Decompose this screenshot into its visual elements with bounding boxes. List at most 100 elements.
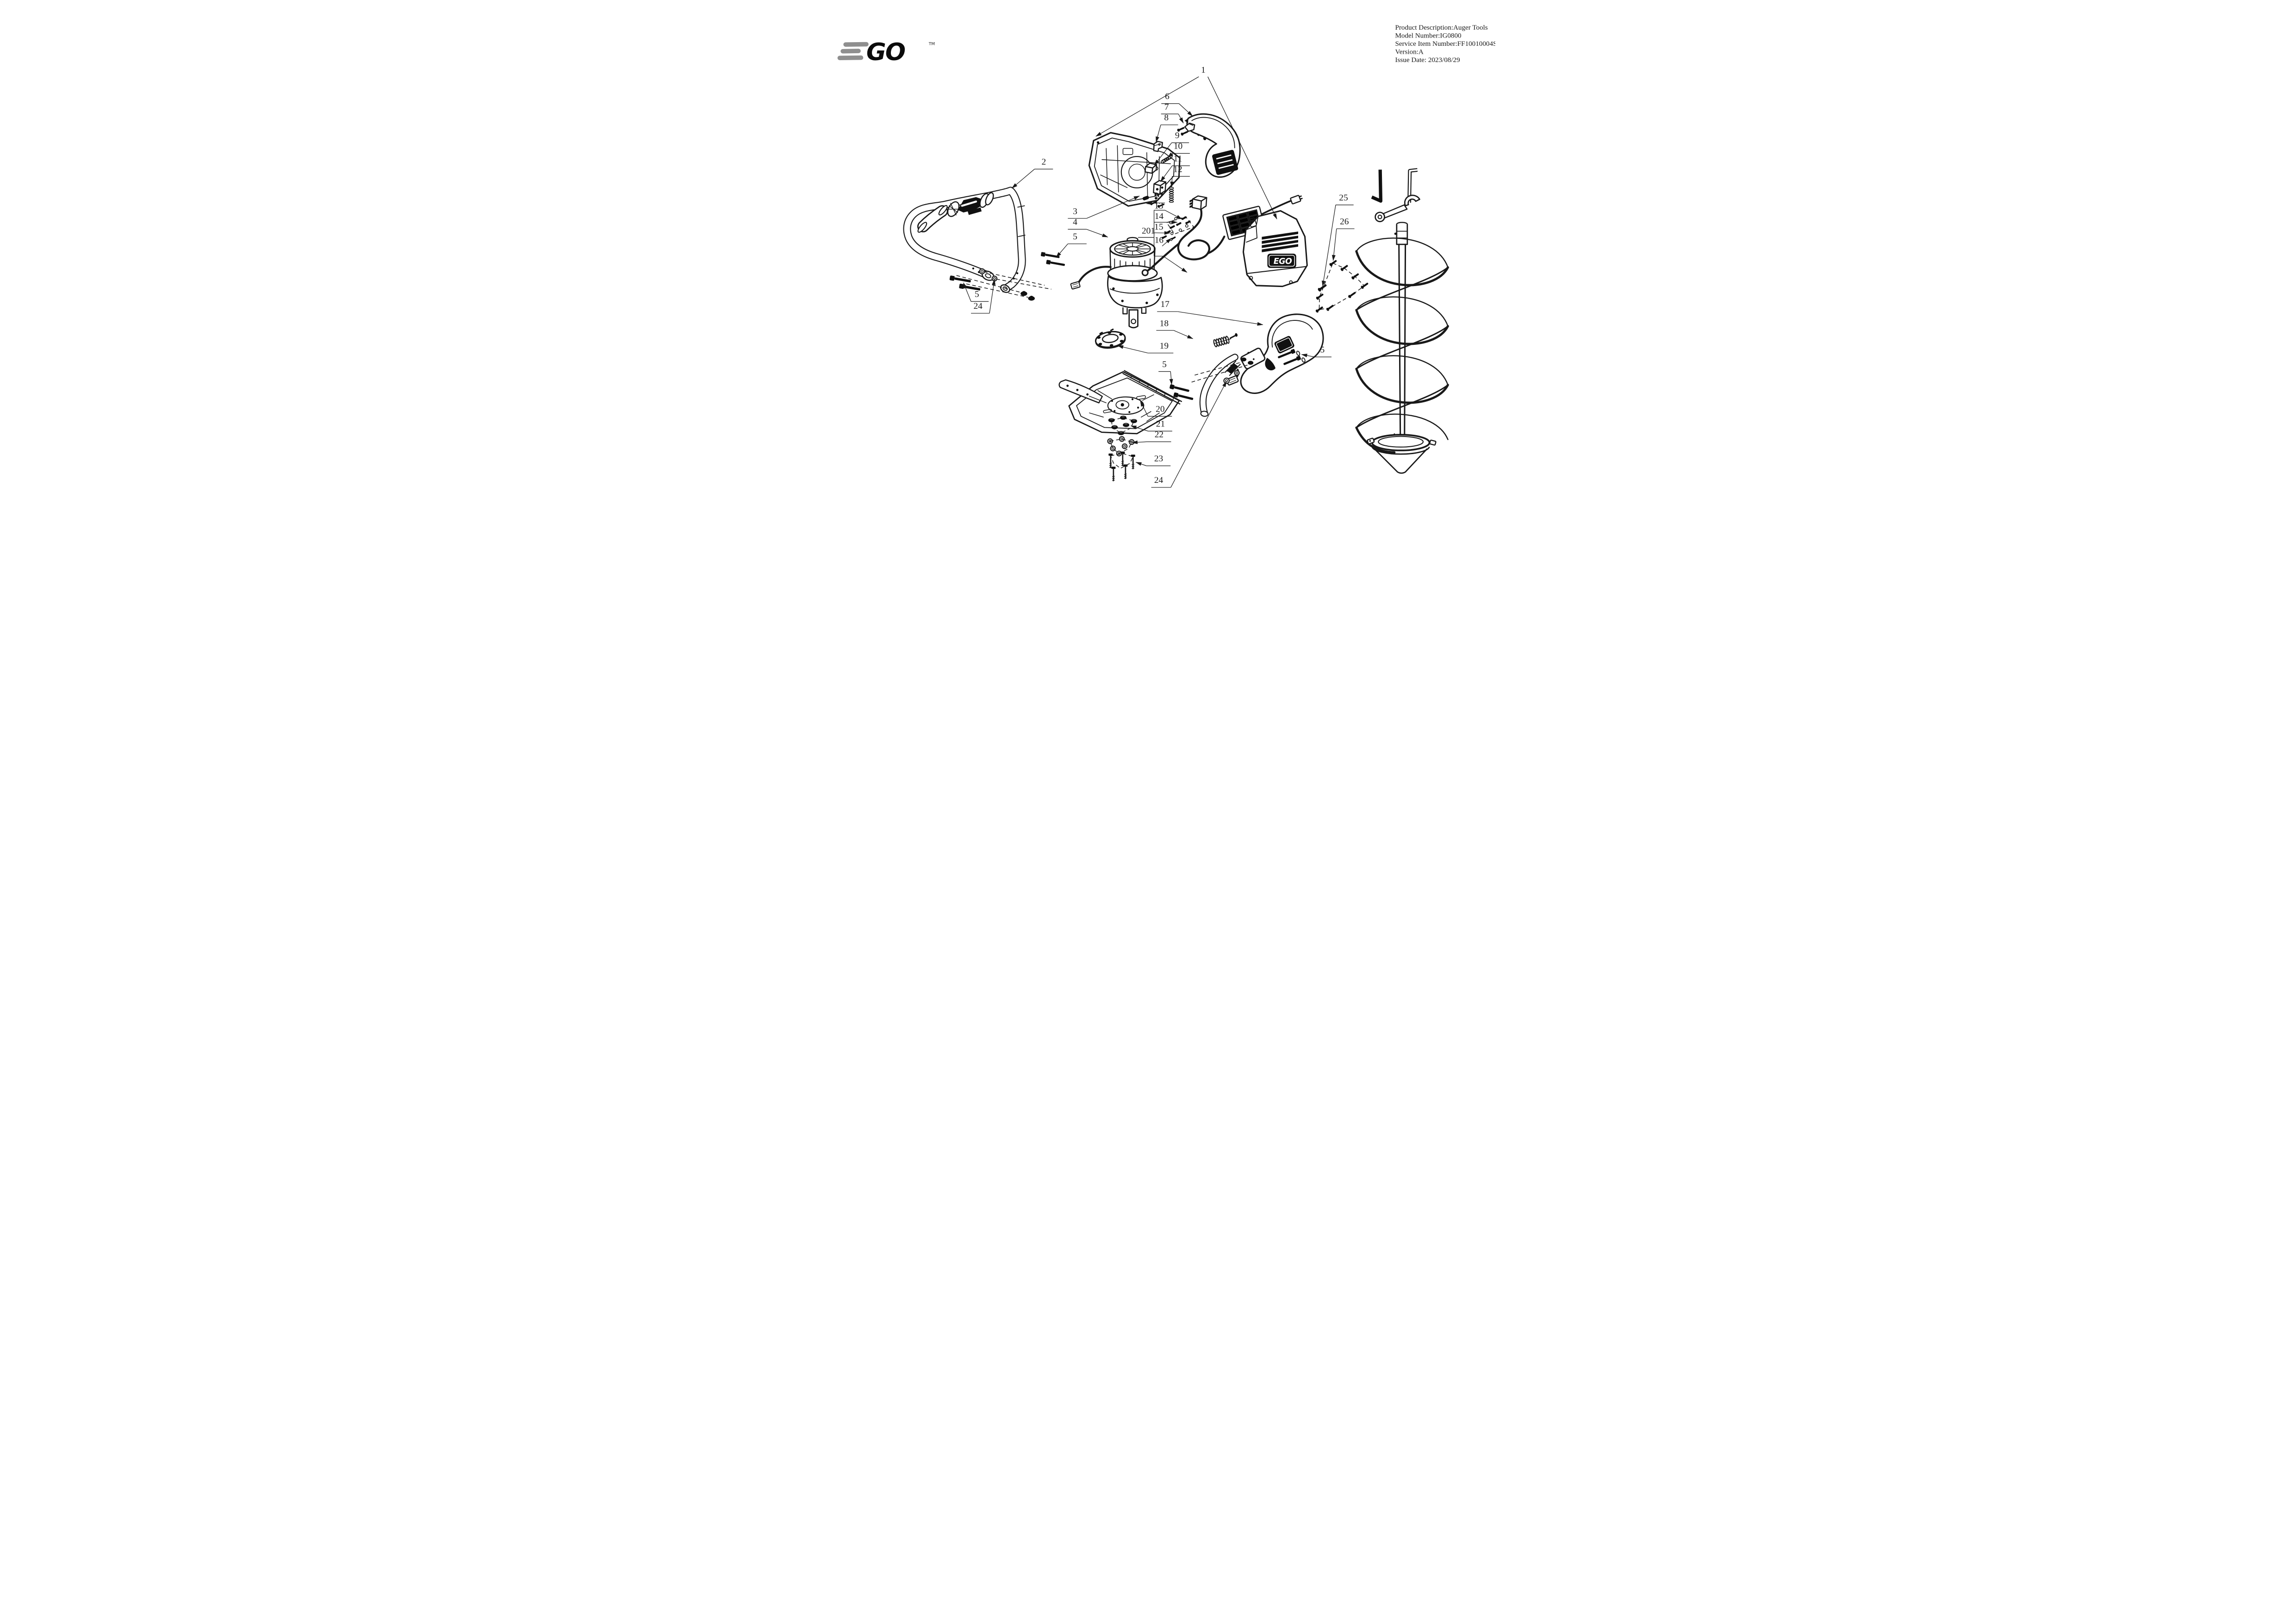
diagram-svg: GO TM Product Description:Auger Tools Mo… (837, 24, 1495, 488)
leader-line-10 (1167, 152, 1173, 158)
hardware-cluster-13-16 (1161, 216, 1195, 241)
leader-line-25 (1321, 205, 1336, 287)
callout-201: 201 (1141, 226, 1155, 236)
part-rubber-cap (1142, 195, 1149, 200)
callout-5: 5 (1162, 360, 1167, 369)
part-auger-bit (1355, 222, 1449, 474)
product-info-block: Product Description:Auger Tools Model Nu… (1395, 24, 1495, 64)
part-switch (1152, 180, 1166, 197)
leader-line-5 (1055, 244, 1068, 258)
hardware-bolts-23 (1108, 451, 1135, 481)
callout-24: 24 (973, 301, 983, 311)
callout-10: 10 (1173, 142, 1182, 151)
callout-11: 11 (1173, 154, 1182, 163)
issue-date: Issue Date: 2023/08/29 (1395, 56, 1460, 64)
leader-line-13 (1154, 210, 1182, 220)
product-description: Product Description:Auger Tools (1395, 24, 1487, 31)
leader-line-27 (1146, 201, 1153, 205)
part-motor-gearbox (1070, 237, 1163, 329)
part-battery-mount: EGO (1242, 210, 1308, 287)
callout-1: 1 (1201, 65, 1206, 75)
ego-logo: GO TM (837, 38, 935, 66)
model-number: Model Number:IG0800 (1395, 32, 1461, 40)
part-trigger-handle (1191, 313, 1324, 417)
callout-18: 18 (1159, 319, 1168, 328)
leader-line-20 (1139, 400, 1148, 417)
leader-line-26 (1332, 228, 1337, 261)
callout-19: 19 (1159, 341, 1168, 351)
leader-line-1 (1095, 76, 1199, 137)
callout-25: 25 (1339, 193, 1348, 203)
leader-line-5 (1169, 371, 1173, 385)
callout-12: 12 (1173, 164, 1182, 174)
callout-5: 5 (1073, 232, 1077, 242)
callout-27: 27 (1154, 191, 1164, 201)
leader-line-2 (1011, 169, 1035, 189)
leader-line-24 (989, 279, 996, 313)
leader-line-5 (963, 282, 971, 302)
callout-7: 7 (1164, 102, 1169, 112)
leader-line-16 (1154, 256, 1187, 273)
handle-trigger-cluster (947, 192, 994, 217)
tool-hex-key-small (1407, 168, 1418, 203)
callout-8: 8 (1164, 113, 1169, 123)
leader-line-6 (1178, 103, 1193, 117)
hardware-bolts-5c (1169, 384, 1193, 400)
callout-5: 5 (1320, 345, 1325, 355)
callout-9: 9 (1175, 131, 1179, 141)
tool-hex-key-large (1371, 169, 1382, 203)
part-top-cover (1184, 113, 1241, 178)
part-handlebar-upper (902, 187, 1026, 293)
callout-13: 13 (1154, 201, 1163, 211)
callout-5: 5 (974, 290, 979, 300)
leader-line-3 (1086, 195, 1140, 219)
callout-23: 23 (1154, 454, 1163, 464)
part-flange-ring (1095, 328, 1126, 349)
callout-21: 21 (1156, 419, 1164, 429)
part-guard-tray (1058, 370, 1182, 435)
leader-line-9 (1154, 143, 1172, 166)
version: Version:A (1395, 49, 1423, 56)
callout-3: 3 (1073, 207, 1077, 217)
leader-line-24 (1170, 381, 1227, 488)
service-item-number: Service Item Number:FF10010004S01 (1395, 40, 1495, 48)
ego-logo-e-bars (837, 42, 869, 61)
part-motor-housing-left (1088, 132, 1181, 207)
parts-layer: EGO (902, 113, 1449, 481)
part-spring-coil (1169, 187, 1174, 203)
leader-line-23 (1135, 462, 1146, 466)
leader-line-17 (1177, 311, 1263, 326)
hardware-bolts-5d (1277, 349, 1306, 365)
callout-26: 26 (1340, 217, 1349, 226)
leader-line-8 (1155, 125, 1161, 143)
tool-wrench (1374, 194, 1420, 222)
callout-14: 14 (1154, 212, 1164, 221)
callout-4: 4 (1073, 218, 1077, 227)
leader-line-18 (1173, 330, 1193, 339)
callout-22: 22 (1154, 430, 1163, 440)
callout-16: 16 (1154, 235, 1164, 245)
leader-line-22 (1131, 440, 1147, 444)
callout-20: 20 (1156, 405, 1164, 414)
battery-badge-text: EGO (1273, 257, 1292, 266)
callout-24: 24 (1154, 475, 1163, 485)
leader-line-12 (1170, 176, 1174, 188)
leader-line-16 (1162, 238, 1172, 247)
part-screw-25 (1318, 284, 1326, 292)
callout-15: 15 (1154, 222, 1163, 232)
callout-2: 2 (1041, 157, 1046, 167)
leader-line-19 (1117, 345, 1148, 354)
leader-line-11 (1160, 165, 1172, 182)
callout-layer: 1234552467891011122713141520116171819520… (963, 65, 1355, 488)
handlebar-hardware (949, 252, 1065, 301)
part-spring-screw (1213, 333, 1238, 348)
parts-diagram-page: GO TM Product Description:Auger Tools Mo… (801, 0, 1495, 491)
ego-logo-go: GO (866, 38, 905, 66)
leader-line-21 (1130, 425, 1148, 431)
callout-17: 17 (1160, 300, 1170, 309)
part-step-bracket (1153, 141, 1163, 152)
ego-logo-tm: TM (928, 42, 934, 46)
leader-line-4 (1086, 229, 1108, 237)
leader-line-5 (1301, 354, 1314, 357)
leader-line-7 (1178, 113, 1184, 124)
